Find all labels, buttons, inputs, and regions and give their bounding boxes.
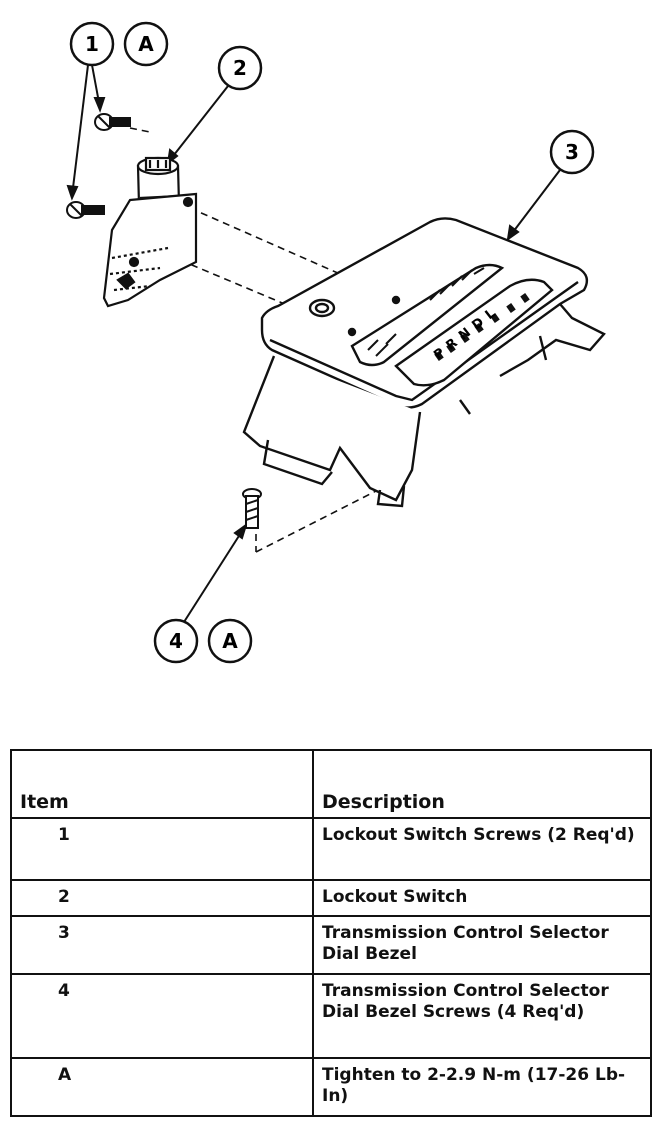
description-cell: Tighten to 2-2.9 N-m (17-26 Lb-In) xyxy=(312,1057,652,1117)
bezel-screw xyxy=(242,488,262,529)
description-cell: Lockout Switch xyxy=(312,879,652,917)
description-cell: Transmission Control Selector Dial Bezel xyxy=(312,915,652,975)
callout-a-top-label: A xyxy=(138,32,154,56)
leader-lines xyxy=(66,64,561,623)
bezel-vent-ribs xyxy=(367,267,485,357)
callout-a-top-circle xyxy=(123,21,169,67)
selector-dial-bezel xyxy=(242,217,606,508)
callout-2-label: 2 xyxy=(233,56,247,80)
table-row: A Tighten to 2-2.9 N-m (17-26 Lb-In) xyxy=(10,1057,652,1117)
callout-a-bottom-circle xyxy=(207,618,253,664)
callout-3-circle xyxy=(549,129,595,175)
exploded-view-diagram: 1 A 2 3 4 A PRNDL xyxy=(66,21,606,664)
callout-4-label: 4 xyxy=(169,629,183,653)
callout-a-bottom-label: A xyxy=(222,629,238,653)
description-column-header: Description xyxy=(312,749,652,819)
table-row: 2 Lockout Switch xyxy=(10,879,652,917)
callout-3-label: 3 xyxy=(565,140,579,164)
callout-2-circle xyxy=(217,45,263,91)
description-cell: Lockout Switch Screws (2 Req'd) xyxy=(312,817,652,881)
table-row: 3 Transmission Control Selector Dial Bez… xyxy=(10,915,652,975)
item-cell: 4 xyxy=(10,973,314,1059)
bezel-dial-markings xyxy=(434,293,530,361)
table-header-row: Item Description xyxy=(10,749,652,819)
lockout-switch-screw-upper xyxy=(94,113,131,131)
item-cell: 1 xyxy=(10,817,314,881)
callout-4-circle xyxy=(153,618,199,664)
parts-table: Item Description 1 Lockout Switch Screws… xyxy=(10,749,652,1117)
lockout-switch xyxy=(102,156,198,308)
item-cell: 2 xyxy=(10,879,314,917)
description-cell: Transmission Control Selector Dial Bezel… xyxy=(312,973,652,1059)
item-cell: A xyxy=(10,1057,314,1117)
item-cell: 3 xyxy=(10,915,314,975)
table-row: 1 Lockout Switch Screws (2 Req'd) xyxy=(10,817,652,881)
item-column-header: Item xyxy=(10,749,314,819)
lockout-switch-screw-lower xyxy=(66,201,105,219)
callout-1-label: 1 xyxy=(85,32,99,56)
table-row: 4 Transmission Control Selector Dial Bez… xyxy=(10,973,652,1059)
